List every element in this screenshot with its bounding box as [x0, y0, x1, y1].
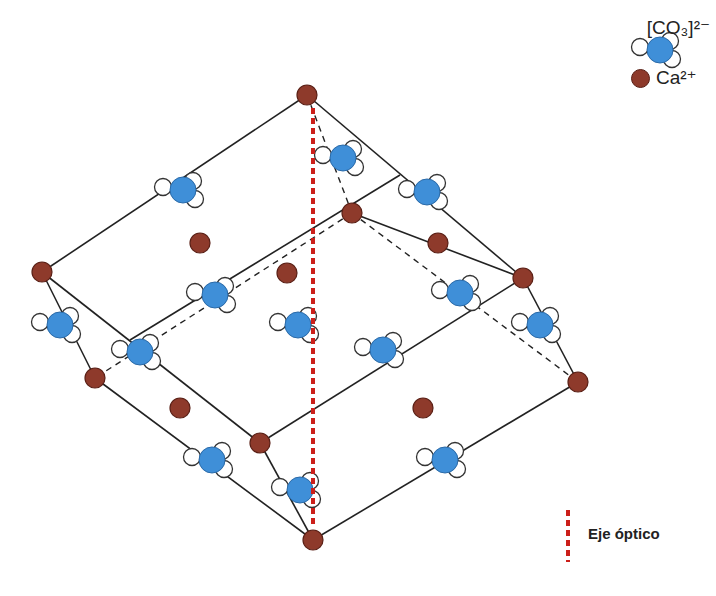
hidden-edges	[95, 95, 578, 382]
carbonate-ion	[399, 175, 448, 210]
carbonate-ion	[315, 141, 364, 176]
carbonate-ion	[512, 308, 561, 343]
legend-axis-sample	[566, 510, 570, 562]
carbonate-ion	[155, 173, 204, 208]
carbonate-ion	[112, 335, 161, 370]
carbonate-ion	[417, 443, 466, 478]
carbonate-ion	[32, 308, 81, 343]
carbonate-ion	[187, 278, 236, 313]
calcium-ions	[32, 85, 588, 550]
optic-axis	[311, 108, 315, 528]
legend-swatch	[631, 69, 650, 88]
legend-label: Eje óptico	[588, 526, 660, 543]
carbonate-ion	[432, 276, 481, 311]
carbonate-groups	[32, 141, 561, 508]
legend-label: [CO₃]²⁻	[647, 18, 710, 39]
legend-label: Ca²⁺	[656, 68, 697, 89]
carbonate-ion	[184, 443, 233, 478]
carbonate-ion	[355, 333, 404, 368]
cell-edges	[42, 95, 578, 540]
